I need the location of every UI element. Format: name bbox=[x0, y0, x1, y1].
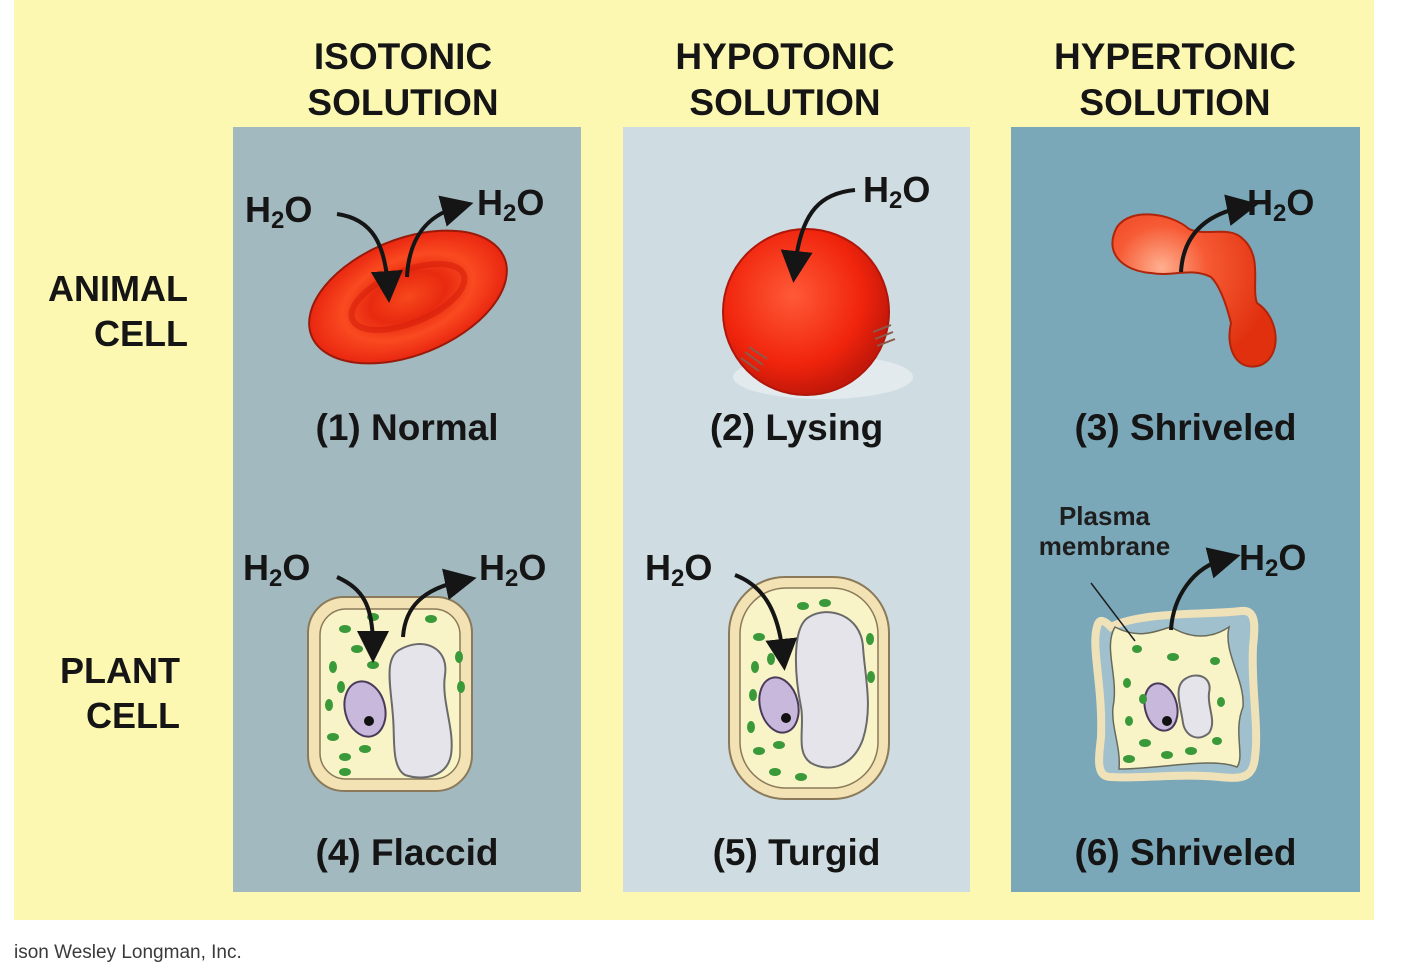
caption-turgid: (5) Turgid bbox=[712, 832, 881, 873]
water-in-arrow-icon bbox=[336, 212, 403, 303]
water-in-arrow-icon bbox=[780, 188, 856, 283]
plant-cell-plasmolyzed-icon bbox=[1091, 606, 1261, 782]
h2o-label-out: H2O bbox=[1247, 182, 1315, 227]
caption-normal: (1) Normal bbox=[315, 407, 499, 448]
caption-shriveled-animal: (3) Shriveled bbox=[1074, 407, 1297, 448]
caption-shriveled-plant: (6) Shriveled bbox=[1074, 832, 1297, 873]
caption-lysing: (2) Lysing bbox=[709, 407, 884, 448]
column-title-hypotonic: HYPOTONIC SOLUTION bbox=[675, 36, 895, 123]
red-blood-cell-lysing-icon bbox=[722, 228, 896, 396]
water-out-arrow-icon bbox=[405, 195, 474, 278]
h2o-label-in: H2O bbox=[863, 169, 931, 214]
red-blood-cell-shriveled-icon bbox=[1111, 213, 1277, 368]
h2o-label-in: H2O bbox=[645, 547, 713, 592]
row-title-plant-cell: PLANT CELL bbox=[60, 650, 180, 736]
hypertonic-illustrations bbox=[1090, 194, 1277, 782]
caption-flaccid: (4) Flaccid bbox=[315, 832, 499, 873]
h2o-label-out: H2O bbox=[479, 547, 547, 592]
h2o-label-out: H2O bbox=[1239, 537, 1307, 582]
column-title-isotonic: ISOTONIC SOLUTION bbox=[307, 36, 499, 123]
h2o-label-in: H2O bbox=[245, 189, 313, 234]
hypotonic-illustrations bbox=[722, 188, 913, 800]
panel-hypertonic: H2O (3) Shriveled Plasma membrane H2O (6… bbox=[1011, 127, 1360, 892]
column-title-hypertonic: HYPERTONIC SOLUTION bbox=[1054, 36, 1296, 123]
water-out-arrow-icon bbox=[1179, 194, 1259, 273]
row-title-animal-cell: ANIMAL CELL bbox=[48, 268, 188, 354]
red-blood-cell-normal-icon bbox=[308, 229, 508, 365]
plant-cell-turgid-icon bbox=[728, 576, 890, 800]
isotonic-illustrations bbox=[307, 195, 508, 792]
h2o-label-out: H2O bbox=[477, 182, 545, 227]
plasma-membrane-label: Plasma membrane bbox=[1038, 501, 1171, 561]
plant-cell-flaccid-icon bbox=[307, 596, 473, 792]
panel-isotonic: H2O H2O (1) Normal H2O H2O (4) Flaccid bbox=[233, 127, 581, 892]
water-out-arrow-icon bbox=[1169, 547, 1241, 631]
copyright-credit: ison Wesley Longman, Inc. bbox=[14, 942, 242, 963]
plasma-membrane-pointer-line bbox=[1090, 582, 1136, 642]
water-out-arrow-icon bbox=[401, 568, 477, 638]
h2o-label-in: H2O bbox=[243, 547, 311, 592]
water-in-arrow-icon bbox=[336, 575, 389, 663]
panel-hypotonic: H2O (2) Lysing H2O (5) Turgid bbox=[623, 127, 970, 892]
water-in-arrow-icon bbox=[734, 573, 798, 671]
